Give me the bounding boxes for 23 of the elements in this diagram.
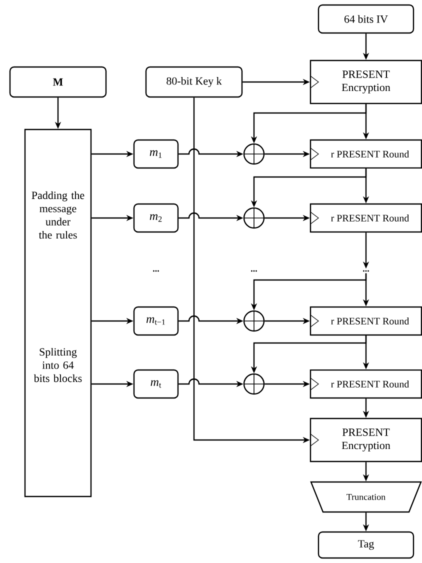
- ellipsis: ...: [251, 270, 257, 272]
- round-box: r PRESENT Round: [310, 306, 422, 336]
- process-box: Padding the message under the rules Splitting into 64 bits blocks: [24, 128, 92, 498]
- encryption-box: PRESENT Encryption: [310, 418, 422, 462]
- rounded-box: m$_{2}$: [133, 203, 179, 233]
- rounded-box: m$_{1}$: [133, 139, 179, 169]
- rounded-box: m$_{t−1}$: [133, 306, 179, 336]
- rounded-box: m$_{t}$: [133, 369, 179, 399]
- rounded-box: 64 bits IV: [318, 4, 414, 34]
- round-box: r PRESENT Round: [310, 139, 422, 169]
- ellipsis: ...: [153, 270, 159, 272]
- xor-symbol: [243, 207, 265, 229]
- rounded-box: Tag: [318, 531, 414, 559]
- rounded-box: M: [9, 66, 107, 98]
- xor-symbol: [243, 373, 265, 395]
- xor-symbol: [243, 143, 265, 165]
- encryption-box: PRESENT Encryption: [310, 60, 422, 104]
- rounded-box: 80-bit Key k: [145, 66, 243, 98]
- xor-symbol: [243, 310, 265, 332]
- truncation-trapezoid: Truncation: [310, 481, 422, 513]
- ellipsis: ...: [363, 270, 369, 272]
- round-box: r PRESENT Round: [310, 203, 422, 233]
- round-box: r PRESENT Round: [310, 369, 422, 399]
